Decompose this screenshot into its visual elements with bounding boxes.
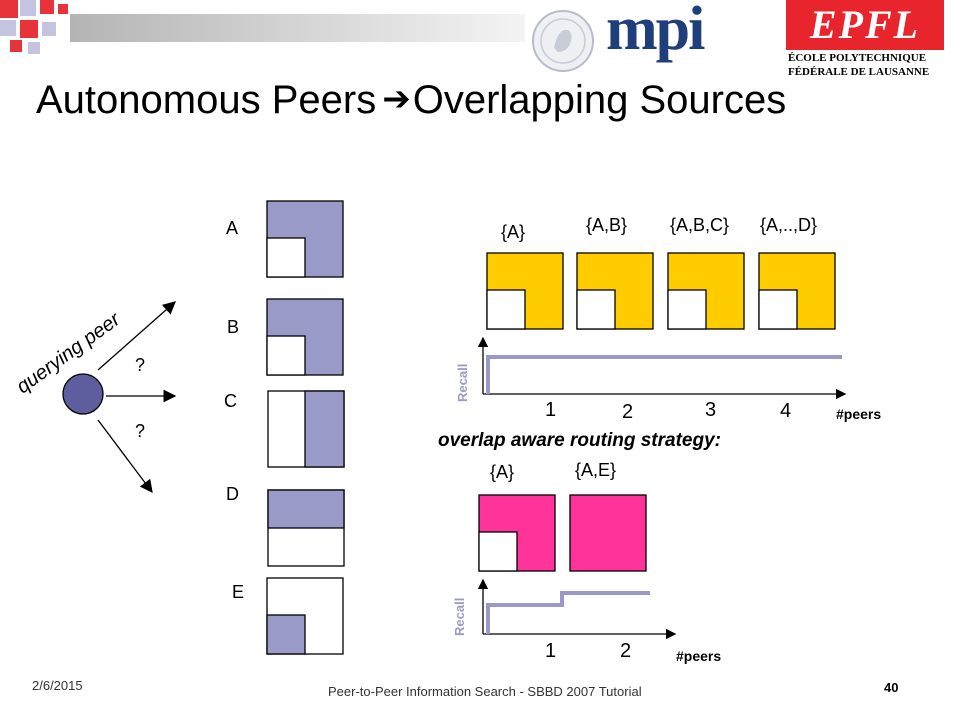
top-recall-ylabel: Recall	[455, 363, 470, 402]
top-set-label-3: {A,B,C}	[670, 215, 730, 235]
arrow-right-icon: ➔	[382, 80, 411, 118]
peer-square-c	[267, 390, 345, 468]
epfl-logo: EPFL	[786, 0, 944, 50]
peer-label-a: A	[226, 218, 239, 238]
epfl-line1: ÉCOLE POLYTECHNIQUE	[788, 52, 927, 64]
routing-strategy-subtitle: overlap aware routing strategy:	[438, 430, 721, 451]
bottom-peers-xlabel: #peers	[676, 648, 722, 664]
peer-square-b	[266, 298, 344, 376]
top-union-square-4	[758, 252, 836, 330]
top-recall-line	[486, 355, 842, 394]
top-recall-chart	[477, 336, 847, 400]
peer-label-c: C	[224, 391, 237, 411]
bottom-tick-1: 1	[545, 640, 557, 662]
epfl-logo-text: EPFL	[809, 2, 921, 47]
top-tick-3: 3	[705, 399, 717, 421]
query-arrows	[62, 301, 177, 494]
page-number: 40	[884, 680, 899, 695]
top-union-square-3	[667, 252, 745, 330]
mpi-seal-logo	[532, 10, 594, 72]
question-mark-2: ?	[135, 421, 146, 441]
peer-label-d: D	[226, 484, 239, 504]
question-mark-1: ?	[135, 355, 146, 375]
bottom-set-label-2: {A,E}	[575, 460, 617, 480]
bottom-recall-line	[486, 591, 650, 634]
querying-peer-node	[62, 373, 104, 415]
peer-label-b: B	[227, 317, 240, 337]
top-union-square-2	[576, 252, 654, 330]
corner-decoration	[0, 0, 68, 54]
header-gradient-bar	[70, 14, 525, 42]
bottom-recall-chart	[477, 578, 677, 640]
epfl-line2: FÉDÉRALE DE LAUSANNE	[788, 66, 930, 78]
title-right: Overlapping Sources	[412, 78, 787, 122]
top-set-label-2: {A,B}	[586, 215, 628, 235]
top-tick-4: 4	[780, 400, 792, 422]
page-title: Autonomous Peers➔Overlapping Sources	[36, 78, 786, 123]
top-union-square-1	[486, 252, 564, 330]
bottom-union-square-2	[569, 494, 647, 572]
title-left: Autonomous Peers	[36, 78, 377, 122]
top-set-label-1: {A}	[501, 222, 526, 242]
peer-square-d	[267, 489, 345, 567]
footer-date: 2/6/2015	[32, 678, 83, 693]
bottom-union-square-1	[478, 494, 556, 572]
mpi-logo: mpi	[606, 0, 705, 63]
peer-square-e	[266, 577, 344, 655]
peer-square-a	[266, 200, 344, 278]
top-tick-1: 1	[545, 399, 557, 421]
bottom-recall-ylabel: Recall	[452, 597, 467, 636]
top-tick-2: 2	[622, 401, 634, 423]
peer-label-e: E	[232, 582, 245, 602]
bottom-tick-2: 2	[620, 640, 632, 662]
footer-text: Peer-to-Peer Information Search - SBBD 2…	[328, 684, 642, 699]
bottom-set-label-1: {A}	[490, 462, 515, 482]
top-set-label-4: {A,..,D}	[760, 215, 818, 235]
top-peers-xlabel: #peers	[836, 406, 882, 422]
